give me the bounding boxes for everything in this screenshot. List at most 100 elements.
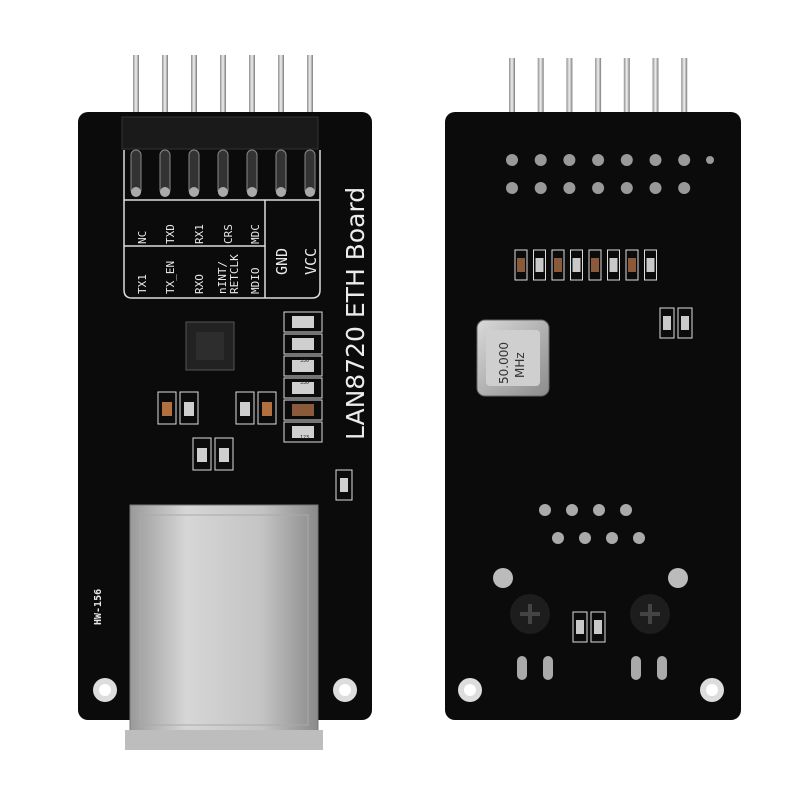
- header-pin: [566, 58, 573, 118]
- smd-resistor: [646, 258, 655, 272]
- smd-led: [340, 478, 348, 492]
- rj45-pin: [620, 504, 632, 516]
- smd-resistor: [197, 448, 207, 462]
- smd-pad: [283, 377, 323, 399]
- smd-pad: [283, 311, 323, 333]
- smd-pad: [283, 399, 323, 421]
- pin-label-rxo: RXO: [193, 274, 206, 294]
- smd-pad: [677, 307, 693, 339]
- solder-pad: [218, 187, 228, 197]
- header-pin: [623, 58, 630, 118]
- smd-pad: [283, 355, 323, 377]
- solder-joint: [649, 154, 662, 166]
- header-pin: [681, 58, 688, 118]
- smd-pad: [192, 437, 212, 471]
- solder-pad: [131, 187, 141, 197]
- model-label: HW-156: [93, 589, 104, 625]
- smd-pad: [570, 249, 583, 281]
- smd-pad: [335, 469, 353, 501]
- smd-resistor: [681, 316, 689, 330]
- solder-joint: [506, 182, 518, 194]
- solder-pad: [305, 187, 315, 197]
- smd-resistor: [517, 258, 525, 272]
- bent-pins: [130, 149, 316, 197]
- header-pin: [191, 55, 197, 120]
- smd-resistor: [576, 620, 584, 634]
- pin-label-crs: CRS: [222, 224, 235, 244]
- header-pin: [278, 55, 284, 120]
- smd-pad: [588, 249, 602, 281]
- pin-label-retclk: RETCLK: [228, 254, 241, 294]
- smd-pad: [659, 307, 675, 339]
- pin-label-txd: TXD: [164, 224, 177, 244]
- mounting-hole: [458, 678, 482, 702]
- solder-joint: [506, 154, 518, 166]
- led-left: [493, 568, 513, 588]
- smd-resistor: [535, 258, 544, 272]
- smd-pad: [514, 249, 528, 281]
- plastic-post: [510, 594, 550, 634]
- solder-joint: [534, 154, 547, 166]
- shield-pin: [517, 656, 527, 680]
- smd-resistor: [572, 258, 581, 272]
- smd-resistor: [240, 402, 250, 416]
- header-pin: [595, 58, 602, 118]
- solder-joint: [620, 182, 633, 194]
- via: [706, 156, 714, 164]
- crystal-frequency: 50.000: [497, 342, 511, 384]
- pin-label-nc: NC: [136, 231, 149, 244]
- pin-label-rx1: RX1: [193, 224, 206, 244]
- rj45-pin: [633, 532, 645, 544]
- solder-pad: [276, 187, 286, 197]
- smd-pad: [257, 391, 277, 425]
- rj45-pin: [606, 532, 618, 544]
- solder-pad: [189, 187, 199, 197]
- rj45-pin: [539, 504, 551, 516]
- rj45-pin: [579, 532, 591, 544]
- lan8720-chip: [185, 321, 235, 371]
- header-pin: [307, 55, 313, 120]
- led-right: [668, 568, 688, 588]
- header-pin: [220, 55, 226, 120]
- smd-resistor: [594, 620, 602, 634]
- solder-joint: [563, 182, 576, 194]
- smd-pad: [644, 249, 657, 281]
- pin-label-vcc: VCC: [302, 248, 320, 275]
- header-pin: [133, 55, 139, 120]
- header-pin: [249, 55, 255, 120]
- rj45-jack: [125, 504, 323, 750]
- front-board: NC TXD RX1 CRS MDC TX1 TX_EN RXO nINT/ R…: [78, 55, 372, 750]
- pin-label-gnd: GND: [273, 248, 291, 275]
- smd-resistor: [609, 258, 618, 272]
- header-pin: [537, 58, 544, 118]
- smd-pad: [214, 437, 234, 471]
- rj45-pin: [552, 532, 564, 544]
- header-pin: [509, 58, 515, 118]
- rj45-pin: [566, 504, 578, 516]
- resistor-code: 330: [300, 358, 309, 364]
- smd-pad: [572, 611, 588, 643]
- solder-joint: [563, 154, 576, 166]
- shield-pin: [657, 656, 667, 680]
- smd-resistor: [292, 360, 314, 372]
- smd-resistor: [292, 316, 314, 328]
- pin-label-nint: nINT/: [216, 261, 229, 294]
- plastic-post: [630, 594, 670, 634]
- resistor-code: 330: [300, 380, 309, 386]
- rj45-pin: [593, 504, 605, 516]
- smd-resistor: [184, 402, 194, 416]
- smd-components: [157, 311, 353, 501]
- solder-pad: [160, 187, 170, 197]
- header-pins: [133, 55, 313, 120]
- crystal-oscillator: 50.000 MHz: [476, 319, 550, 397]
- smd-pad: [179, 391, 199, 425]
- shield-pin: [631, 656, 641, 680]
- smd-resistor: [292, 426, 314, 438]
- solder-joint: [678, 154, 691, 166]
- smd-resistor: [663, 316, 671, 330]
- pcb: [445, 112, 741, 720]
- header-pin: [162, 55, 168, 120]
- pin-label-tx1: TX1: [136, 274, 149, 294]
